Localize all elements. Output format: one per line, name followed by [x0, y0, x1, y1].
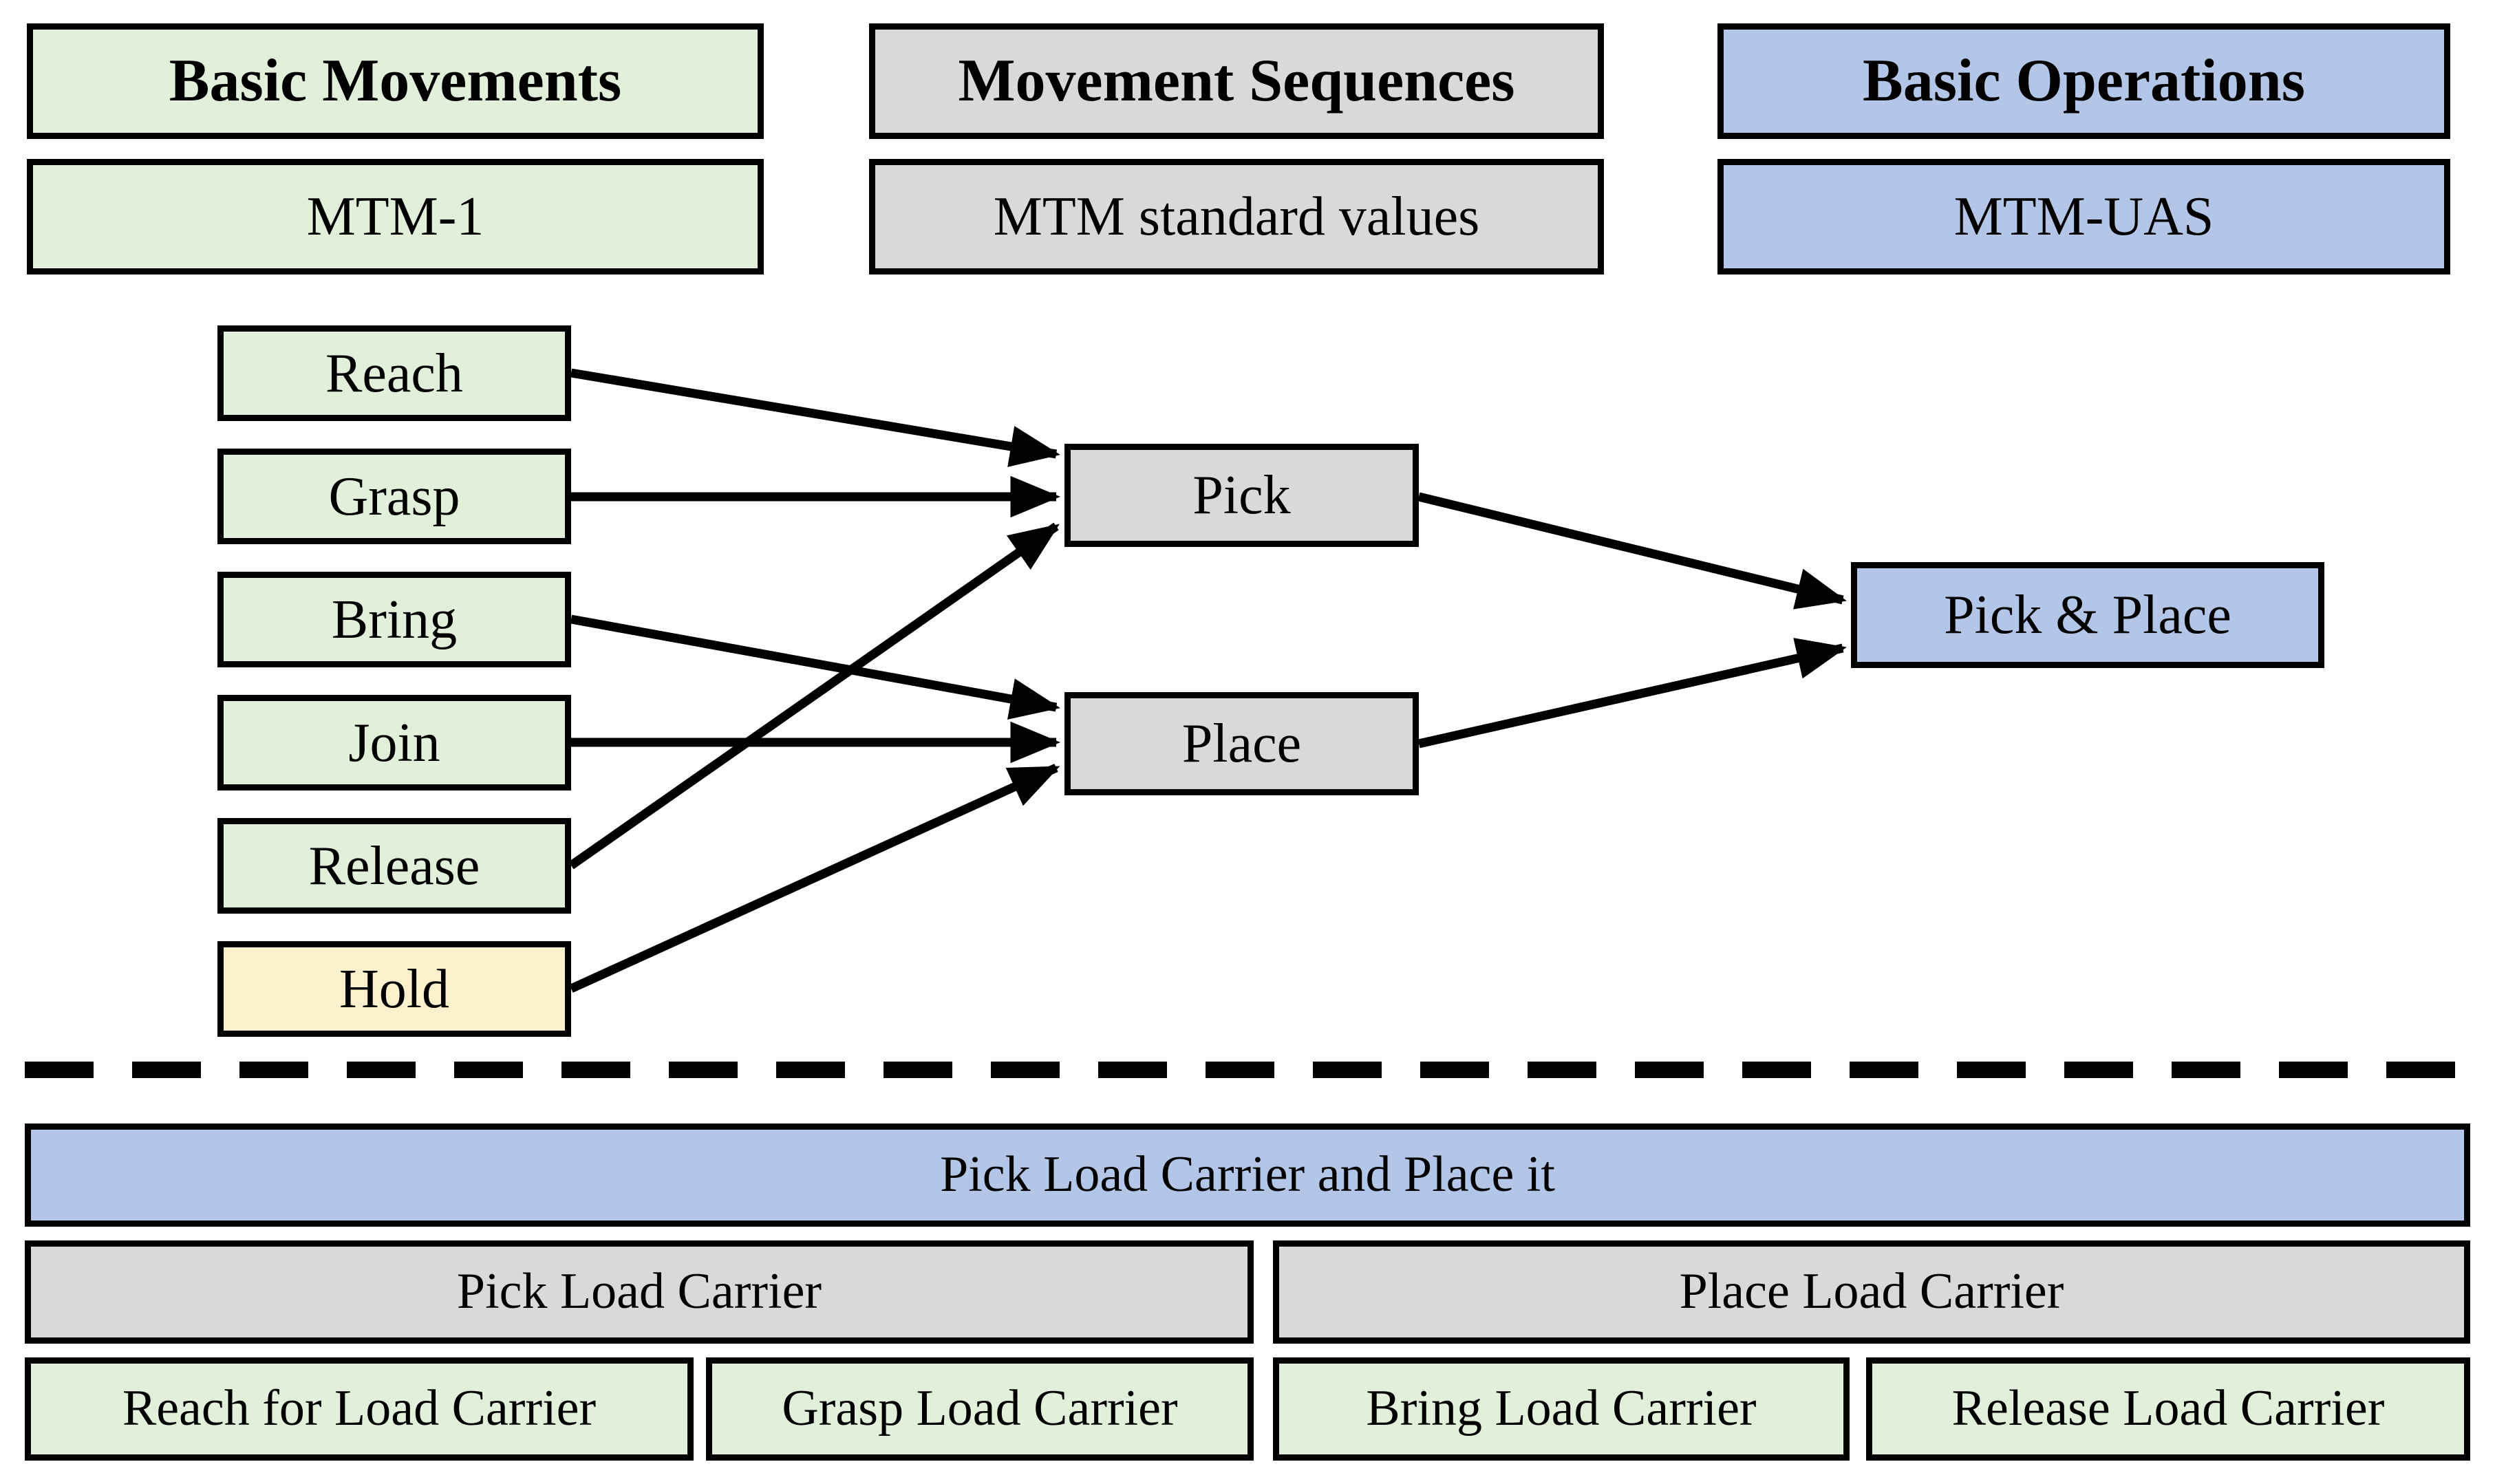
arrow-pick-to-pick-and-place [1417, 492, 1847, 610]
box-pick: Pick [1064, 444, 1419, 547]
subheader-mtm-1: MTM-1 [27, 159, 764, 275]
box-reach: Reach [217, 325, 571, 421]
arrow-release-to-pick [568, 522, 1060, 870]
subheader-mtm-standard-values: MTM standard values [869, 159, 1604, 275]
arrow-bring-to-place [570, 614, 1060, 720]
box-grasp: Grasp [217, 449, 571, 544]
box-join: Join [217, 695, 571, 791]
box-reach-for-load-carrier: Reach for Load Carrier [25, 1357, 694, 1461]
box-pick-load-carrier-and-place-it: Pick Load Carrier and Place it [25, 1123, 2470, 1227]
arrow-hold-to-place [569, 764, 1060, 993]
box-bring-load-carrier: Bring Load Carrier [1273, 1357, 1850, 1461]
subheader-mtm-uas: MTM-UAS [1717, 159, 2450, 275]
box-release-load-carrier: Release Load Carrier [1866, 1357, 2470, 1461]
header-basic-operations: Basic Operations [1717, 23, 2450, 139]
box-release: Release [217, 818, 571, 914]
box-grasp-load-carrier: Grasp Load Carrier [706, 1357, 1254, 1461]
box-hold: Hold [217, 941, 571, 1037]
arrow-place-to-pick-and-place [1417, 638, 1847, 749]
arrow-reach-to-pick [570, 368, 1060, 467]
header-movement-sequences: Movement Sequences [869, 23, 1604, 139]
box-place-load-carrier: Place Load Carrier [1273, 1240, 2470, 1344]
box-pick-and-place: Pick & Place [1851, 562, 2324, 668]
box-place: Place [1064, 692, 1419, 795]
box-pick-load-carrier: Pick Load Carrier [25, 1240, 1254, 1344]
box-bring: Bring [217, 572, 571, 667]
header-basic-movements: Basic Movements [27, 23, 764, 139]
